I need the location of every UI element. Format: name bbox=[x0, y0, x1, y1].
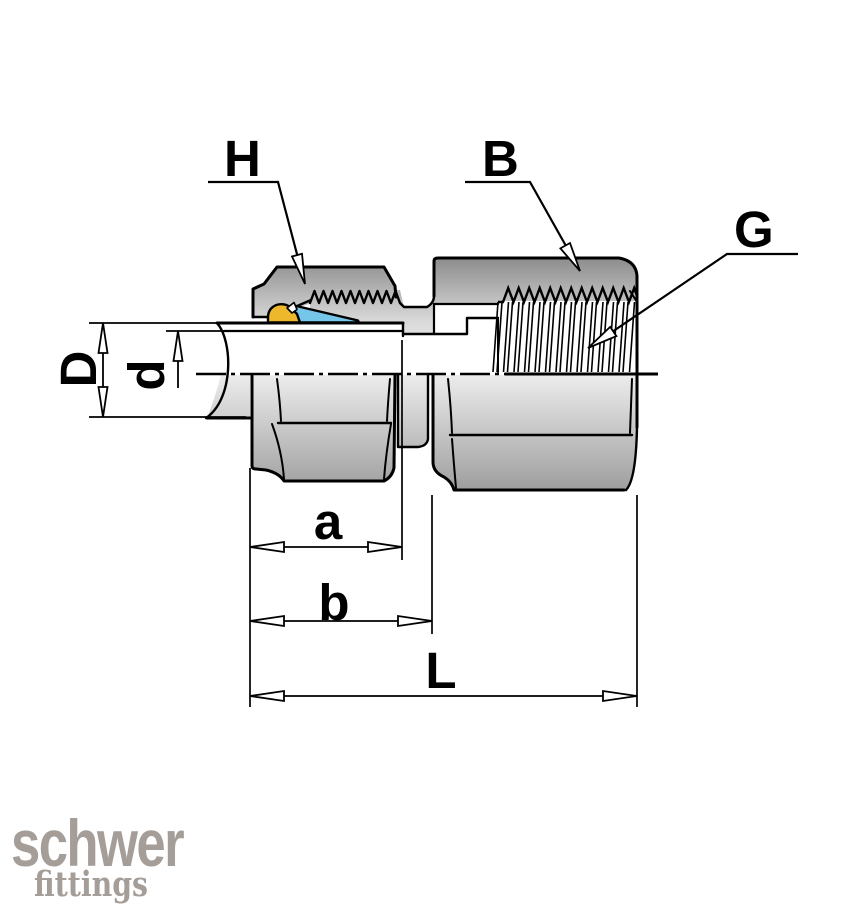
label-dim-b: b bbox=[318, 574, 349, 631]
nut-hex-below-fill bbox=[252, 375, 395, 481]
label-diameter-D: D bbox=[50, 351, 107, 388]
collar-below-fill bbox=[398, 375, 428, 447]
label-diameter-d: d bbox=[118, 359, 175, 390]
leader-G bbox=[587, 252, 798, 349]
leader-H bbox=[208, 180, 306, 285]
label-dim-L: L bbox=[425, 642, 456, 699]
label-thread-G: G bbox=[734, 201, 774, 258]
leader-B bbox=[465, 180, 581, 272]
logo-tagline: fittings bbox=[34, 864, 148, 905]
dimensioning bbox=[89, 180, 798, 707]
dim-b bbox=[249, 614, 433, 628]
body-hex-below-fill bbox=[433, 375, 637, 490]
extension-lines bbox=[89, 322, 638, 707]
dim-D bbox=[97, 322, 109, 418]
tube-section-white bbox=[217, 323, 403, 372]
logo-wordmark: schwer bbox=[11, 806, 184, 880]
dim-d bbox=[172, 330, 184, 388]
dim-L bbox=[249, 689, 638, 703]
label-body-B: B bbox=[482, 130, 519, 187]
cutting-ring bbox=[266, 301, 361, 324]
section-linework bbox=[204, 256, 639, 492]
label-dim-a: a bbox=[314, 493, 343, 550]
brand-logo: schwer fittings bbox=[11, 806, 186, 905]
female-thread-crest bbox=[498, 284, 639, 306]
ring-notch bbox=[286, 301, 298, 314]
label-nut-H: H bbox=[224, 130, 261, 187]
dim-a bbox=[249, 540, 403, 554]
